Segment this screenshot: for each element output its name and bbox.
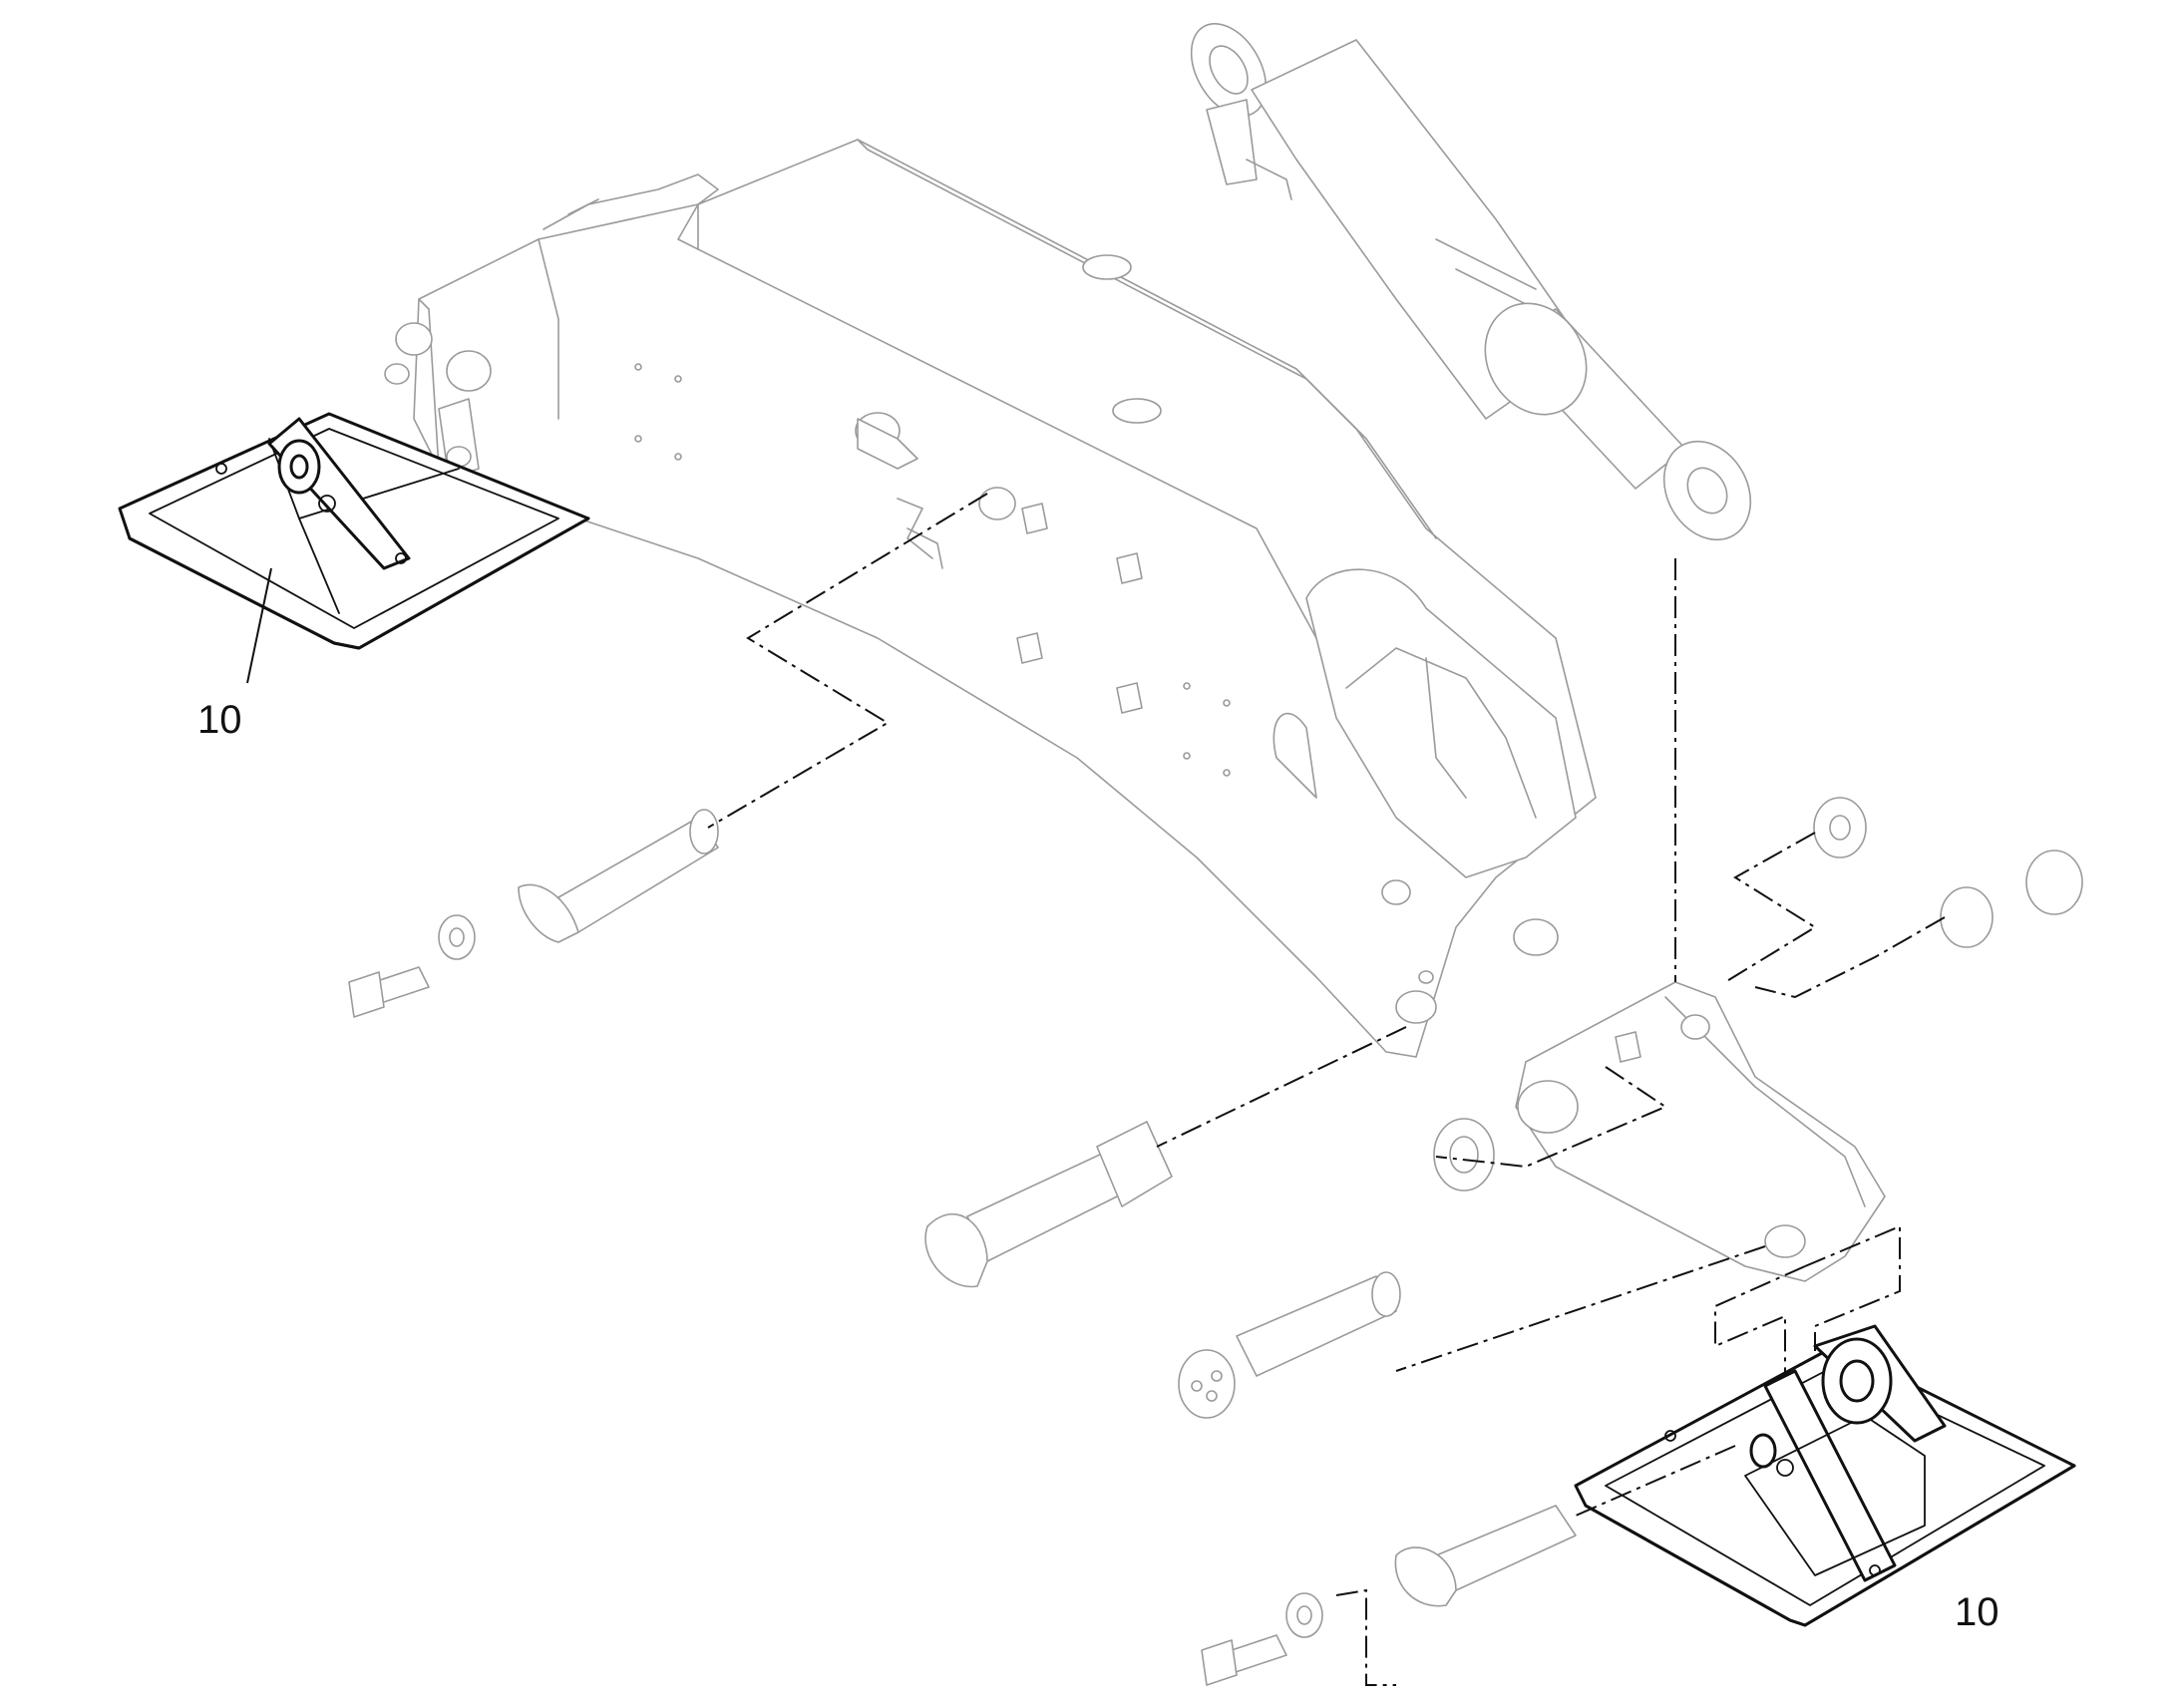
hydraulic-cylinder xyxy=(1190,23,1752,541)
callouts: 10 10 xyxy=(197,567,1999,1634)
washers xyxy=(438,797,2083,1638)
callout-leader-left xyxy=(246,567,272,684)
callout-label-right: 10 xyxy=(1955,1590,1999,1634)
callout-label-left: 10 xyxy=(197,698,242,742)
boom-arm xyxy=(384,139,1597,1058)
ground-pad-left xyxy=(118,412,590,650)
pins-and-bolts xyxy=(348,809,1577,1686)
link-bracket xyxy=(1433,981,1886,1282)
ground-pad-right xyxy=(1574,1324,2076,1627)
assembly-lines xyxy=(707,493,1946,1686)
